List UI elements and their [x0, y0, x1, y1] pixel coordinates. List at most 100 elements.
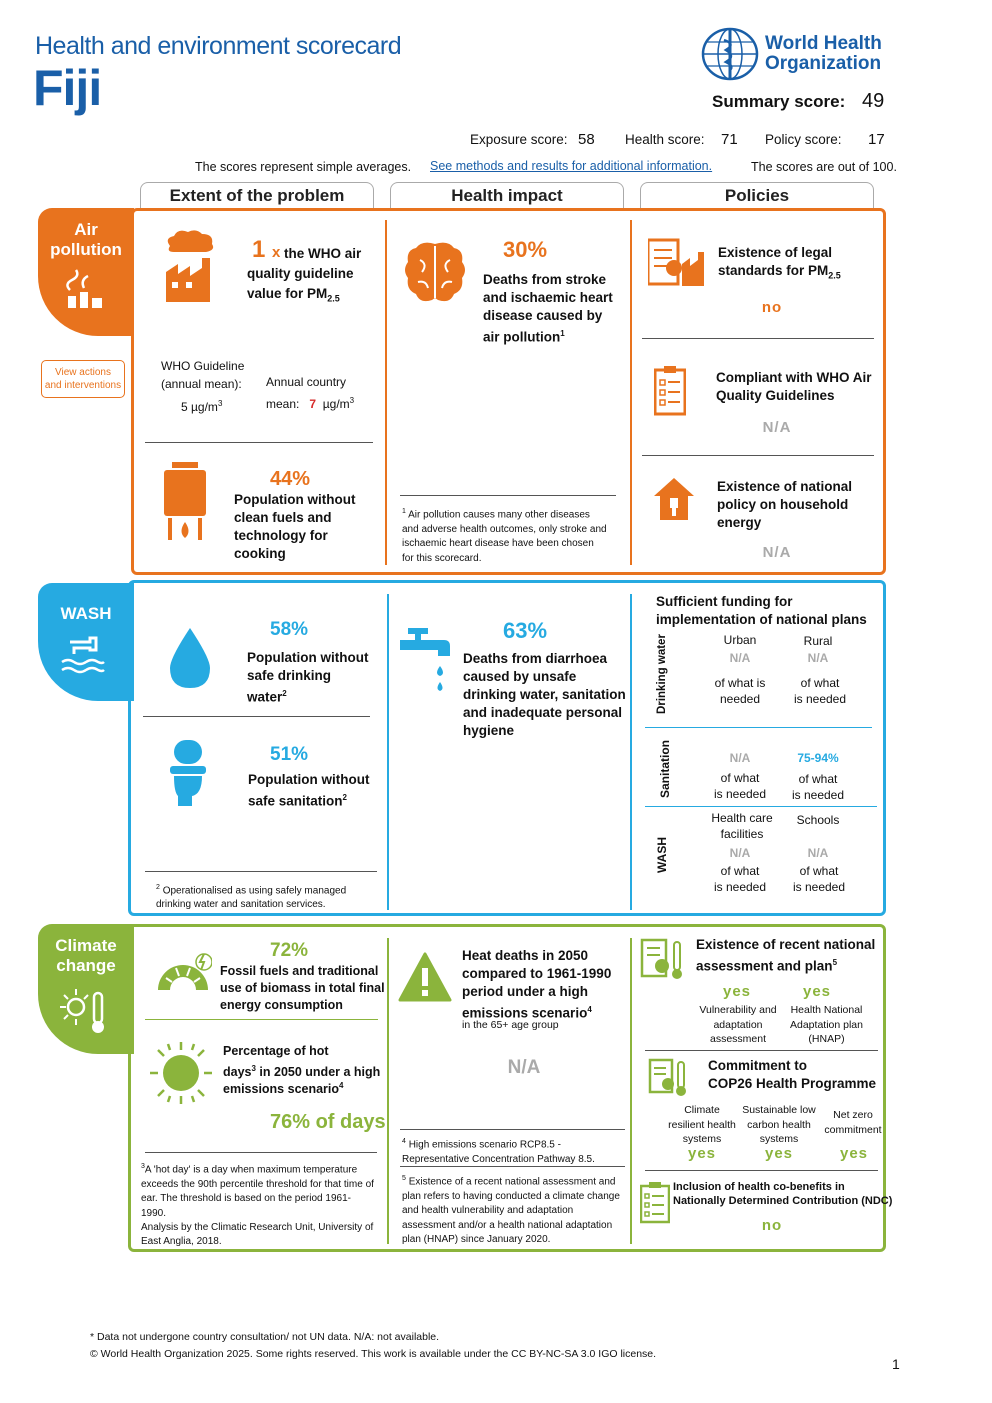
ndc-checklist-icon — [639, 1182, 671, 1229]
annual-mean-value: 7 — [309, 397, 317, 411]
wash-deaths-3: drinking water, sanitation — [463, 687, 626, 702]
climate-footnote3: 3A 'hot day' is a day when maximum tempe… — [141, 1160, 374, 1250]
assessment-title-2-text: assessment and plan — [696, 958, 833, 974]
water-drop-icon — [170, 628, 210, 693]
air-policy3-text2: policy on household — [717, 497, 849, 512]
assessment-title-2: assessment and plan5 — [696, 958, 838, 974]
climate-foot3-3: ear. The threshold is based on the perio… — [141, 1193, 351, 1205]
methods-link[interactable]: See methods and results for additional i… — [430, 159, 713, 173]
air-deaths-2: and ischaemic heart — [483, 290, 613, 305]
house-plug-icon — [654, 478, 694, 525]
san-rural-note2: is needed — [791, 788, 845, 802]
climate-foot5-1: Existence of a recent national assessmen… — [408, 1176, 616, 1188]
heat-deaths-4-text: emissions scenario — [462, 1005, 588, 1021]
hot-days-2b: in 2050 under a high — [255, 1065, 381, 1080]
air-policy3-text1: Existence of national — [717, 479, 853, 494]
page-title: Health and environment scorecard — [35, 32, 402, 60]
annual-mean-unit: µg/m — [322, 397, 350, 411]
wash-foot-2: drinking water and sanitation services. — [156, 899, 326, 911]
san-rural-note1: of what — [798, 772, 838, 786]
policy-score-value: 17 — [868, 131, 885, 148]
urban-header: Urban — [723, 633, 757, 647]
wash-divider-1 — [387, 594, 389, 910]
air-policy-separator-1 — [642, 338, 874, 339]
crs-label-1: Climate — [684, 1104, 720, 1116]
climate-foot3-4: 1990. — [141, 1207, 167, 1219]
cooking-text-1: Population without — [234, 492, 356, 507]
hcf-note2: is needed — [713, 880, 767, 894]
heat-deaths-1: Heat deaths in 2050 — [462, 948, 589, 963]
scores-note-right: The scores are out of 100. — [751, 160, 897, 174]
guideline-line3: 5 µg/m3 — [181, 399, 223, 414]
air-pollution-smoke-icon — [60, 268, 110, 317]
funding-title-1: Sufficient funding for — [656, 594, 793, 609]
air-deaths-3: disease caused by — [483, 308, 603, 323]
schools-note2: is needed — [792, 880, 846, 894]
column-header-impact: Health impact — [390, 182, 624, 208]
wash-panel — [128, 580, 886, 916]
cooking-text-4: cooking — [234, 546, 286, 561]
air-policy3-value: N/A — [762, 544, 792, 561]
assessment-title-1: Existence of recent national — [696, 937, 876, 952]
dw-urban-note1: of what is — [714, 676, 766, 690]
air-footnote: 1 Air pollution causes many other diseas… — [402, 505, 607, 566]
air-deaths-pct: 30% — [503, 237, 548, 262]
san-urban-note1: of what — [720, 771, 760, 785]
hot-days-2a: days — [223, 1065, 252, 1080]
climate-foot5-5: plan (HNAP) since January 2020. — [402, 1233, 551, 1245]
slc-label: Sustainable low carbon health systems — [739, 1103, 819, 1147]
air-deaths-sup: 1 — [560, 329, 565, 338]
summary-score-value: 49 — [862, 90, 885, 112]
climate-foot4-1: High emissions scenario RCP8.5 - — [408, 1139, 561, 1151]
dw-urban-value: N/A — [729, 651, 751, 665]
climate-foot3-2: exceeds the 90th percentile threshold fo… — [141, 1178, 374, 1190]
air-pollution-tab-label: Air pollution — [50, 220, 122, 259]
crs-value: yes — [687, 1145, 717, 1162]
crs-label-2: resilient health — [668, 1118, 736, 1131]
crs-label-3: systems — [682, 1133, 722, 1145]
clipboard-icon — [653, 366, 687, 421]
sanitation-text-2-main: safe sanitation — [248, 793, 343, 809]
wash-tab-label: WASH — [60, 604, 112, 623]
factory-cloud-icon — [160, 228, 220, 309]
pm-multiple-value: 1 — [252, 236, 266, 263]
climate-tab-label-1: Climate — [55, 936, 117, 955]
climate-foot4-2: Representative Concentration Pathway 8.5… — [402, 1153, 595, 1165]
air-foot-3: ischaemic heart disease have been chosen — [402, 538, 594, 550]
wash-col1-separator — [143, 716, 370, 717]
country-name: Fiji — [33, 60, 102, 116]
health-score-label: Health score: — [625, 132, 705, 147]
air-policy1-sub: 2.5 — [828, 270, 841, 281]
org-name-line1: World Health — [765, 33, 882, 54]
wash-divider-2 — [630, 594, 632, 910]
column-header-extent: Extent of the problem — [140, 182, 374, 208]
dw-rural-note1: of what — [800, 676, 840, 690]
view-actions-line1: View actions — [55, 367, 111, 378]
dw-rural-value: N/A — [807, 651, 829, 665]
climate-tab — [38, 924, 134, 1054]
hot-days-value: 76% of days — [270, 1111, 386, 1133]
climate-panel — [128, 924, 886, 1252]
sanitation-text-2: safe sanitation2 — [248, 793, 347, 809]
footer-note: * Data not undergone country consultatio… — [90, 1331, 440, 1343]
wash-footnote: 2 Operationalised as using safely manage… — [156, 884, 347, 911]
row-label-wash: WASH — [655, 837, 669, 873]
hot-days-3: emissions scenario4 — [223, 1081, 344, 1097]
water-text-1: Population without — [247, 650, 369, 665]
climate-foot3-5: Analysis by the Climatic Research Unit, … — [141, 1221, 374, 1233]
air-policy1-value: no — [761, 299, 783, 316]
heat-deaths-3: period under a high — [462, 984, 589, 999]
hot-days-3-text: emissions scenario — [223, 1082, 340, 1097]
climate-foot3-6: East Anglia, 2018. — [141, 1236, 222, 1248]
view-actions-button[interactable]: View actions and interventions — [41, 360, 125, 398]
funding-title-2: implementation of national plans — [656, 612, 867, 627]
schools-header: Schools — [796, 813, 840, 827]
summary-score-label: Summary score: — [712, 92, 846, 111]
air-deaths-1: Deaths from stroke — [483, 272, 607, 287]
climate-foot5-2: plan refers to having conducted a climat… — [402, 1190, 620, 1202]
wash-deaths-4: and inadequate personal — [463, 705, 623, 720]
climate-policy-separator-1 — [645, 1050, 878, 1051]
nz-value: yes — [839, 1145, 869, 1162]
hcf-header-1: Health care — [711, 811, 773, 825]
annual-mean-label: mean: — [266, 397, 300, 411]
